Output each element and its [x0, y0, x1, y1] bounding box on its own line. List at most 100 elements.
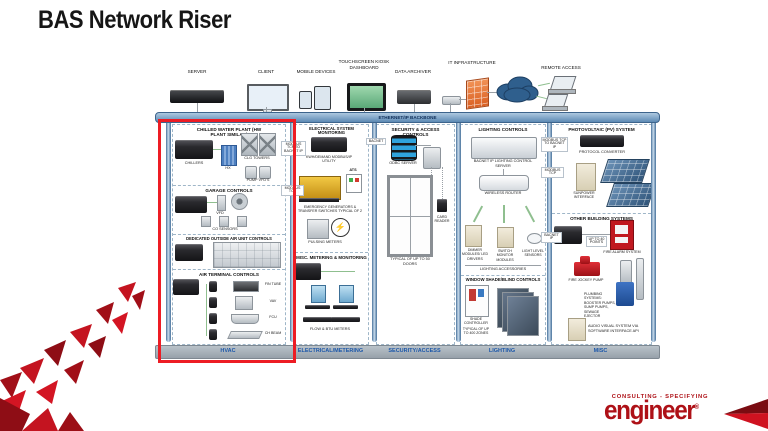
- doors-label: TYPICAL OF UP TO 50 DOORS: [390, 257, 430, 266]
- ctrl-door-line: [431, 167, 432, 175]
- ethernet-backbone-bar: ETHERNET/IP BACKBONE: [155, 112, 660, 123]
- points-label: UP TO 40 POINTS: [586, 236, 607, 247]
- end-riser-pipe: [651, 121, 656, 342]
- switch-monitor-label: SWITCH MONITOR MODULES: [496, 249, 514, 262]
- lighting-footer-label: LIGHTING: [488, 348, 516, 354]
- lighting-riser-pipe: [456, 121, 461, 342]
- server-label: SERVER: [187, 69, 207, 74]
- pulsing-meter-icon: [307, 219, 329, 239]
- doas-ddc-icon: [175, 244, 203, 261]
- ch-beam-controller: [209, 329, 217, 340]
- electrical-footer-label: ELECTRICAL/METERING: [297, 348, 364, 354]
- atc-ddc-icon: [173, 279, 199, 295]
- protocol-converter-label: PROTOCOL CONVERTER: [579, 150, 625, 154]
- logo-tagline: CONSULTING - SPECIFYING: [611, 394, 709, 400]
- other-systems-section: OTHER BUILDING SYSTEMS UP TO 40 POINTS F…: [552, 214, 651, 343]
- server-stem-line: [197, 103, 198, 112]
- other-systems-title: OTHER BUILDING SYSTEMS: [570, 215, 633, 221]
- pv-interface-label: SUNPOWER INTERFACE: [573, 191, 595, 200]
- lightning-bolt-icon: ⚡: [331, 218, 350, 237]
- garage-controls-section: GARAGE CONTROLS VFD CO SENSORS: [173, 186, 285, 235]
- hvac-highlight-box: [158, 119, 296, 363]
- generator-icon: [299, 176, 341, 200]
- ats-red-dot: [355, 178, 359, 182]
- co-sensors-label: CO SENSORS: [212, 227, 238, 231]
- dimmer-modules-label: DIMMER MODULES/ LED DRIVERS: [461, 248, 489, 261]
- air-terminal-section: AIR TERMINAL CONTROLS FIN TUBE VAV FCU C…: [173, 270, 285, 345]
- hvac-footer-label: HVAC: [220, 348, 236, 354]
- modem-icon: [442, 96, 461, 105]
- kiosk-label: TOUCHSCREEN KIOSK DASHBOARD: [338, 59, 390, 70]
- ddc-fire-line: [582, 234, 610, 235]
- plumbing-motor-icon: [620, 260, 632, 284]
- pv-section: PHOTOVOLTAIC (PV) SYSTEM PROTOCOL CONVER…: [552, 125, 656, 214]
- hx-label: HX: [225, 166, 231, 170]
- fcu-controller: [209, 313, 217, 324]
- garage-vfd-icon: [217, 195, 226, 211]
- vfd-label: VFD: [216, 211, 224, 215]
- archiver-stem-line: [414, 104, 415, 112]
- vav-icon: [235, 296, 253, 310]
- remote-access-label: REMOTE ACCESS: [541, 65, 581, 70]
- flow-meter2-base: [331, 317, 360, 322]
- odbc-ctrl-line: [415, 145, 431, 146]
- data-archiver-label: DATA ARCHIVER: [394, 69, 432, 74]
- pulsing-meters-label: PULSING METERS: [308, 240, 342, 244]
- cooling-tower1-icon: [241, 133, 258, 156]
- pv-title: PHOTOVOLTAIC (PV) SYSTEM: [568, 126, 635, 132]
- doas-title: DEDICATED OUTSIDE AIR UNIT CONTROLS: [186, 235, 272, 241]
- laptop1-base: [548, 89, 576, 94]
- logo-registered-mark: ®: [694, 404, 700, 411]
- solar-array2-icon: [606, 183, 656, 207]
- security-column: SECURITY & ACCESS CONTROLS ODBC SERVER T…: [376, 124, 455, 345]
- card-reader-icon: [437, 199, 447, 212]
- double-door-icon: [387, 175, 433, 257]
- laptop2-base: [542, 106, 568, 111]
- lighting-controls-title: LIGHTING CONTROLS: [478, 126, 528, 132]
- garage-controls-title: GARAGE CONTROLS: [205, 187, 253, 193]
- elec-modbus-tcp-label: MODBUS TCP: [281, 185, 304, 196]
- light-sensors-label: LIGHT LEVEL SENSORS: [521, 249, 545, 258]
- client-stem-line: [266, 107, 267, 112]
- security-riser-pipe: [372, 121, 377, 342]
- tablet-icon: [314, 86, 331, 110]
- pump-vfd1-icon: [245, 166, 257, 179]
- lighting-server-icon: [471, 137, 537, 159]
- backbone-label: ETHERNET/IP BACKBONE: [378, 114, 437, 120]
- clg-towers-label: CLG TOWERS: [244, 156, 270, 160]
- electrical-riser-pipe: [290, 121, 295, 342]
- metering-ddc-icon: [295, 263, 321, 280]
- misc-column: PHOTOVOLTAIC (PV) SYSTEM PROTOCOL CONVER…: [551, 124, 656, 345]
- brand-triangles-decoration: [0, 282, 145, 431]
- cooling-tower2-icon: [259, 133, 276, 156]
- switch-monitor-icon: [497, 227, 514, 248]
- plumbing-pipe-icon: [636, 258, 644, 300]
- cloud-icon: [496, 76, 539, 103]
- client-label: CLIENT: [257, 69, 275, 74]
- fin-tube-controller: [209, 281, 217, 292]
- generators-label: EMERGENCY GENERATORS & TRANSFER SWITCHES…: [297, 205, 363, 214]
- vav-label: VAV: [269, 299, 277, 303]
- hvac-column: CHILLED WATER PLANT (HW PLANT SIMILAR) C…: [172, 124, 286, 345]
- security-footer-label: SECURITY/ACCESS: [388, 348, 441, 354]
- card-reader-label: CARD READER: [434, 215, 450, 224]
- page-title: BAS Network Riser: [38, 6, 232, 34]
- router-arrow3: [524, 205, 536, 223]
- ats-green-dot: [349, 178, 353, 182]
- fire-panel-keys: [615, 237, 628, 243]
- window-shade-section: WINDOW SHADE/BLIND CONTROLS SHADE CONTRO…: [461, 276, 545, 343]
- co-sensor1-icon: [201, 216, 211, 227]
- accessories-bracket: [465, 265, 541, 266]
- sec-bacnet-label: BACNET: [366, 138, 386, 145]
- flow-btu-label: FLOW & BTU METERS: [309, 327, 351, 331]
- column-footer-bar: [155, 345, 660, 359]
- window-shade-title: WINDOW SHADE/BLIND CONTROLS: [465, 276, 541, 282]
- electrical-monitoring-title: ELECTRICAL SYSTEM MONITORING: [309, 125, 354, 136]
- lighting-accessories-label: LIGHTING ACCESSORIES: [479, 267, 527, 271]
- doas-section: DEDICATED OUTSIDE AIR UNIT CONTROLS: [173, 235, 285, 270]
- wireless-router-icon: [479, 175, 529, 191]
- fin-tube-icon: [233, 281, 259, 292]
- garage-ddc-icon: [175, 196, 207, 213]
- fin-tube-label: FIN TUBE: [264, 282, 282, 286]
- data-archiver-icon: [397, 90, 431, 104]
